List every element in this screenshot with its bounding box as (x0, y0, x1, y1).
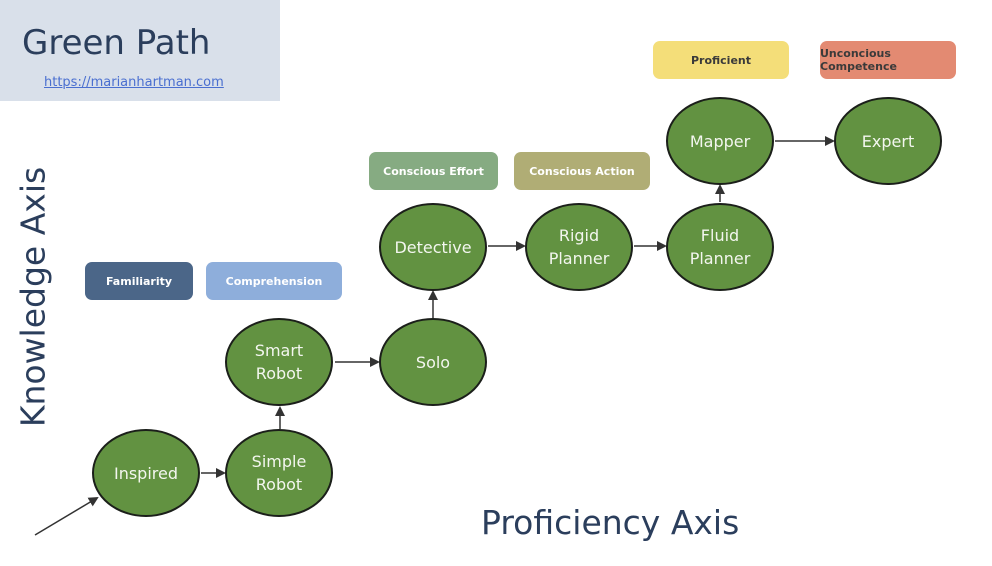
node-expert: Expert (834, 97, 942, 185)
page-title: Green Path (22, 23, 211, 63)
node-mapper: Mapper (666, 97, 774, 185)
website-link[interactable]: https://marianhartman.com (44, 75, 224, 90)
node-label: Expert (861, 131, 915, 151)
node-inspired: Inspired (92, 429, 200, 517)
node-label-line1: Smart (254, 341, 304, 360)
stage-conscious-action: Conscious Action (514, 152, 650, 190)
node-label-line2: Planner (689, 249, 751, 268)
node-solo: Solo (379, 318, 487, 406)
node-label-line1: Rigid (558, 226, 600, 245)
node-label-line2: Planner (548, 249, 610, 268)
node-detective: Detective (379, 203, 487, 291)
node-label: Detective (394, 237, 472, 257)
stage-conscious-effort: Conscious Effort (369, 152, 498, 190)
node-label: Inspired (113, 463, 179, 483)
stage-comprehension: Comprehension (206, 262, 342, 300)
proficiency-axis-label: Proficiency Axis (481, 503, 740, 542)
stage-familiarity: Familiarity (85, 262, 193, 300)
node-label-line1: Simple (251, 452, 307, 471)
title-panel: Green Path https://marianhartman.com (0, 0, 280, 101)
stage-proficient: Proficient (653, 41, 789, 79)
node-label-line1: Fluid (700, 226, 740, 245)
node-label: Solo (415, 352, 451, 372)
node-label-line2: Robot (255, 475, 303, 494)
stage-unconscious-competence: Unconcious Competence (820, 41, 956, 79)
node-label: Mapper (689, 131, 751, 151)
node-label-line2: Robot (255, 364, 303, 383)
arrow-start-inspired (34, 496, 99, 536)
